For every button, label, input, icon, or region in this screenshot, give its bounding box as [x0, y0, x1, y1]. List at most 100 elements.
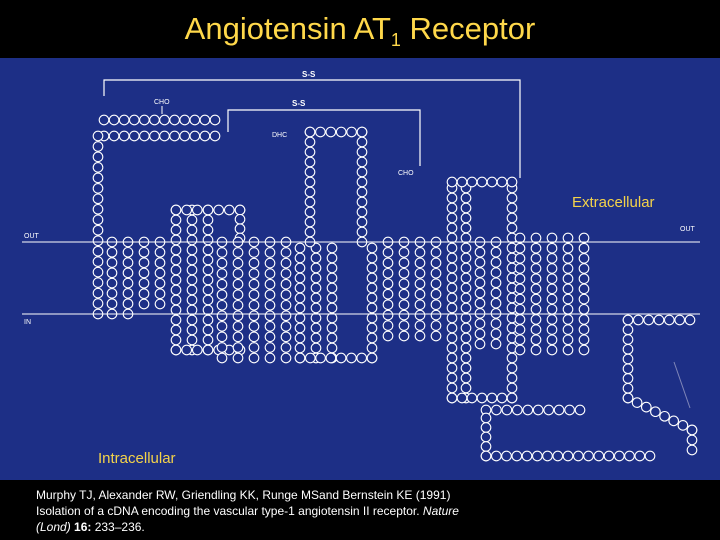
- residue-bead: [139, 114, 150, 126]
- residue-bead: [686, 424, 698, 436]
- residue-bead: [530, 303, 542, 315]
- residue-bead: [202, 254, 214, 266]
- residue-bead: [668, 415, 680, 427]
- residue-bead: [530, 232, 542, 244]
- residue-bead: [474, 338, 486, 350]
- residue-bead: [474, 287, 486, 299]
- residue-bead: [474, 328, 486, 340]
- residue-bead: [186, 284, 198, 296]
- residue-bead: [622, 373, 634, 384]
- residue-bead: [446, 252, 458, 264]
- residue-bead: [382, 309, 394, 321]
- residue-bead: [446, 242, 458, 254]
- residue-bead: [446, 202, 458, 214]
- residue-bead: [209, 130, 221, 142]
- residue-bead: [186, 254, 198, 266]
- citation-title: Isolation of a cDNA encoding the vascula…: [36, 504, 423, 518]
- residue-bead: [304, 186, 316, 198]
- residue-bead: [154, 267, 166, 279]
- residue-bead: [398, 320, 410, 331]
- residue-bead: [491, 404, 502, 416]
- residue-bead: [128, 130, 140, 142]
- residue-bead: [511, 450, 523, 462]
- residue-bead: [366, 252, 378, 264]
- residue-bead: [315, 352, 326, 364]
- residue-bead: [294, 312, 306, 324]
- residue-bead: [446, 222, 458, 234]
- membrane-out-label-right: OUT: [680, 226, 696, 233]
- residue-bead: [474, 257, 486, 268]
- residue-bead: [118, 114, 130, 126]
- residue-bead: [304, 156, 316, 168]
- residue-bead: [514, 293, 526, 305]
- glycosylation-label-left: DHC: [272, 132, 287, 139]
- residue-bead: [578, 253, 590, 264]
- residue-bead: [414, 320, 426, 331]
- residue-bead: [304, 196, 316, 208]
- residue-bead: [530, 253, 542, 264]
- residue-bead: [530, 293, 542, 305]
- residue-bead: [92, 183, 104, 194]
- residue-bead: [294, 252, 306, 264]
- residue-bead: [603, 450, 615, 462]
- residue-bead: [460, 302, 472, 314]
- residue-bead: [366, 312, 378, 324]
- residue-bead: [552, 450, 564, 462]
- residue-bead: [531, 450, 543, 462]
- residue-bead: [546, 273, 558, 285]
- residue-bead: [430, 267, 442, 279]
- residue-bead: [622, 334, 634, 345]
- residue-bead: [248, 342, 260, 353]
- residue-bead: [170, 304, 182, 316]
- residue-bead: [474, 267, 486, 278]
- residue-bead: [514, 324, 526, 335]
- residue-bead: [631, 397, 643, 408]
- citation-line-1: Murphy TJ, Alexander RW, Griendling KK, …: [36, 488, 451, 502]
- residue-bead: [280, 310, 292, 322]
- residue-bead: [460, 372, 472, 384]
- residue-bead: [562, 273, 574, 285]
- residue-bead: [496, 176, 508, 188]
- residue-bead: [356, 146, 368, 158]
- residue-bead: [514, 344, 526, 356]
- residue-bead: [414, 330, 426, 342]
- residue-bead: [186, 224, 198, 236]
- residue-bead: [562, 232, 574, 244]
- snake-plot-diagram: OUT OUT IN S-S S-S CHO DHC CHO: [22, 70, 700, 462]
- residue-bead: [326, 302, 338, 314]
- residue-bead: [232, 352, 244, 364]
- residue-bead: [366, 272, 378, 284]
- residue-bead: [460, 252, 472, 264]
- residue-bead: [546, 293, 558, 305]
- residue-bead: [294, 352, 306, 364]
- residue-bead: [189, 114, 201, 126]
- residue-bead: [304, 216, 316, 228]
- residue-bead: [186, 324, 198, 336]
- residue-bead: [430, 257, 442, 269]
- residue-bead: [414, 299, 426, 311]
- residue-bead: [326, 272, 338, 284]
- residue-bead: [304, 176, 316, 188]
- citation-volume: 16:: [74, 520, 92, 534]
- residue-bead: [310, 342, 322, 354]
- residue-bead: [356, 166, 368, 178]
- residue-bead: [474, 297, 486, 309]
- residue-bead: [170, 224, 182, 236]
- residue-bead: [446, 362, 458, 374]
- residue-bead: [232, 257, 244, 269]
- title-main: Angiotensin AT: [184, 11, 391, 46]
- residue-bead: [294, 282, 306, 294]
- residue-bead: [506, 192, 518, 204]
- residue-bead: [514, 303, 526, 315]
- residue-bead: [154, 257, 166, 269]
- residue-bead: [106, 277, 118, 289]
- residue-bead: [202, 294, 214, 306]
- residue-bead: [138, 288, 150, 300]
- residue-bead: [280, 321, 292, 332]
- residue-bead: [486, 392, 498, 404]
- residue-bead: [622, 343, 634, 355]
- residue-bead: [366, 332, 378, 344]
- residue-bead: [490, 297, 502, 309]
- residue-bead: [326, 282, 338, 294]
- residue-bead: [514, 263, 526, 274]
